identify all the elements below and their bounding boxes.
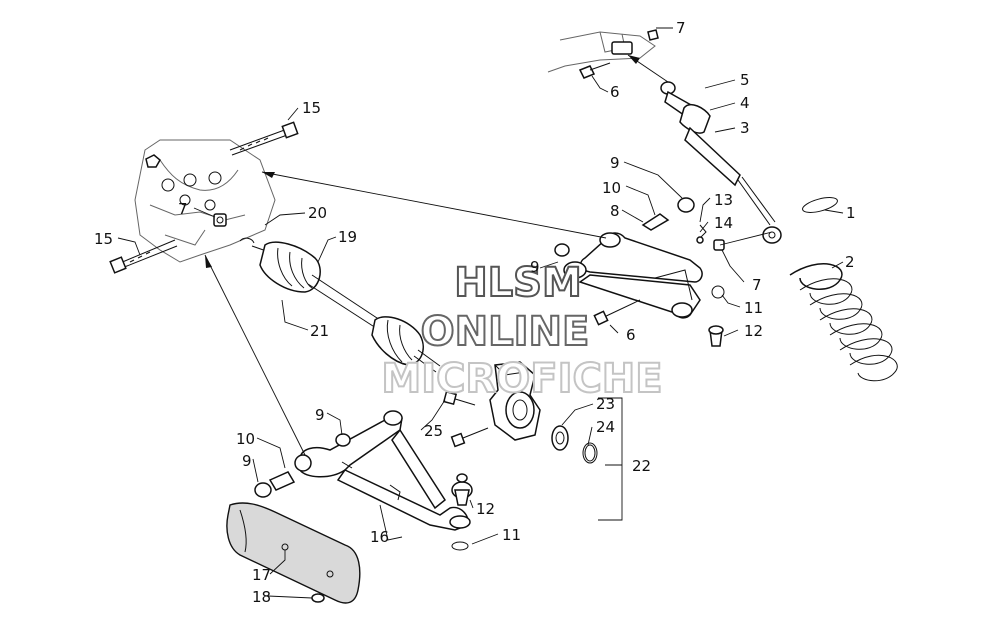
callout-10-upper: 10: [602, 179, 621, 197]
lower-a-arm: [294, 410, 471, 531]
callout-1: 1: [846, 204, 856, 222]
callout-6-top: 6: [610, 83, 620, 101]
drive-axle: [239, 237, 441, 373]
knuckle-assembly-bracket: [598, 397, 623, 521]
callout-2: 2: [845, 253, 855, 271]
callout-24: 24: [596, 418, 615, 436]
callout-6-mid: 6: [626, 326, 636, 344]
left-frame-bracket: [134, 139, 276, 263]
snap-ring: [582, 442, 598, 464]
assembly-leader-lines: [204, 54, 773, 456]
upper-frame-mount: [547, 31, 656, 73]
callout-9-lower-a: 9: [315, 406, 325, 424]
lower-ball-joint: [451, 473, 473, 551]
callout-7-top: 7: [676, 19, 686, 37]
callout-3: 3: [740, 119, 750, 137]
watermark: HLSM ONLINE MICROFICHE: [380, 259, 663, 403]
callout-17: 17: [252, 566, 271, 584]
callout-11-upper: 11: [744, 299, 763, 317]
watermark-line-3: MICROFICHE: [381, 356, 662, 402]
callout-23: 23: [596, 395, 615, 413]
upper-a-arm: [554, 232, 703, 319]
upper-mount-bolt: [229, 121, 299, 156]
callout-19: 19: [338, 228, 357, 246]
callout-10-lower: 10: [236, 430, 255, 448]
callout-25: 25: [424, 422, 443, 440]
callout-11-lower: 11: [502, 526, 521, 544]
callout-16: 16: [370, 528, 389, 546]
lower-mount-bolt: [109, 239, 178, 274]
upper-bushing-spacer: [641, 197, 695, 231]
callout-22: 22: [632, 457, 651, 475]
callout-7-right: 7: [752, 276, 762, 294]
callout-8: 8: [610, 202, 620, 220]
coil-spring: [789, 197, 898, 382]
callout-labels: 1 2 3 4 5 6 6 7 7 7 8 9 9 9 9 10 10 11 1…: [94, 19, 856, 606]
callout-13: 13: [714, 191, 733, 209]
callout-20: 20: [308, 204, 327, 222]
callout-9-upper: 9: [610, 154, 620, 172]
callout-leaders: [117, 27, 844, 599]
watermark-line-2: ONLINE: [421, 309, 590, 355]
watermark-line-1: HLSM: [454, 260, 582, 306]
steering-knuckle: [442, 361, 541, 448]
callout-4: 4: [740, 94, 750, 112]
callout-15-top: 15: [302, 99, 321, 117]
upper-arm-hardware: [593, 239, 725, 347]
callout-9-mid: 9: [530, 258, 540, 276]
callout-5: 5: [740, 71, 750, 89]
skid-plate: [226, 502, 361, 604]
callout-21: 21: [310, 322, 329, 340]
callout-9-lower-b: 9: [242, 452, 252, 470]
callout-15-bottom: 15: [94, 230, 113, 248]
callout-12-lower: 12: [476, 500, 495, 518]
callout-7-left: 7: [178, 200, 188, 218]
callout-12-upper: 12: [744, 322, 763, 340]
lower-bushings: [254, 433, 351, 498]
callout-14: 14: [714, 214, 733, 232]
callout-18: 18: [252, 588, 271, 606]
shock-absorber: [578, 29, 782, 244]
wheel-bearing: [551, 425, 569, 451]
frame-nut: [213, 213, 227, 227]
grease-fitting: [696, 224, 707, 244]
